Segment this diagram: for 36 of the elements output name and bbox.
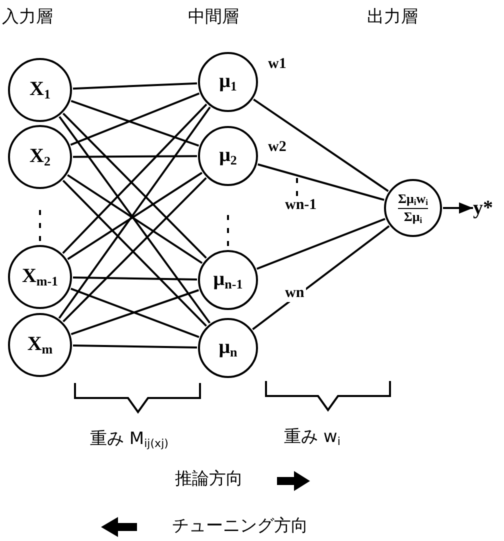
neuron-circle	[198, 126, 258, 186]
direction-label: チューニング方向	[172, 515, 308, 537]
weight-label: 重み M$_{ij(xj)}$	[90, 428, 168, 450]
fraction-numerator: Σμ$_{i}$w$_{i}$	[398, 190, 428, 208]
node-label: y*	[473, 198, 493, 218]
connection-line	[70, 100, 200, 147]
connection-line	[72, 82, 198, 90]
connection-line	[258, 163, 384, 201]
neuron-circle	[198, 318, 258, 378]
arrow	[443, 202, 473, 214]
neuron-circle	[198, 52, 258, 112]
layer-title: 入力層	[2, 6, 53, 28]
node-label: X$_{m}$	[27, 334, 53, 356]
weight-label: 重み w$_{i}$	[284, 426, 340, 448]
edge-label: wn	[283, 285, 306, 302]
node-label: X$_{2}$	[30, 146, 50, 168]
connection-line	[70, 92, 200, 146]
connection-line	[256, 218, 386, 270]
connection-line	[73, 155, 197, 158]
node-label: X$_{1}$	[30, 79, 50, 101]
node-label: μ$_{n-1}$	[213, 269, 243, 291]
layer-title: 出力層	[367, 6, 418, 28]
connection-line	[72, 344, 198, 348]
fraction-denominator: Σμ$_{i}$	[404, 208, 422, 226]
layer-title: 中間層	[188, 6, 239, 28]
node-label: μ$_{n}$	[218, 337, 238, 359]
connection-line	[252, 225, 390, 330]
neuron-circle	[8, 245, 72, 309]
neuron-circle	[198, 250, 258, 310]
node-label: μ$_{1}$	[219, 71, 237, 93]
connection-line	[253, 98, 389, 192]
neuron-circle	[8, 125, 72, 189]
node-label: X$_{m-1}$	[22, 266, 58, 288]
connection-line	[72, 276, 198, 280]
node-label: μ$_{2}$	[219, 145, 237, 167]
direction-label: 推論方向	[175, 468, 243, 490]
